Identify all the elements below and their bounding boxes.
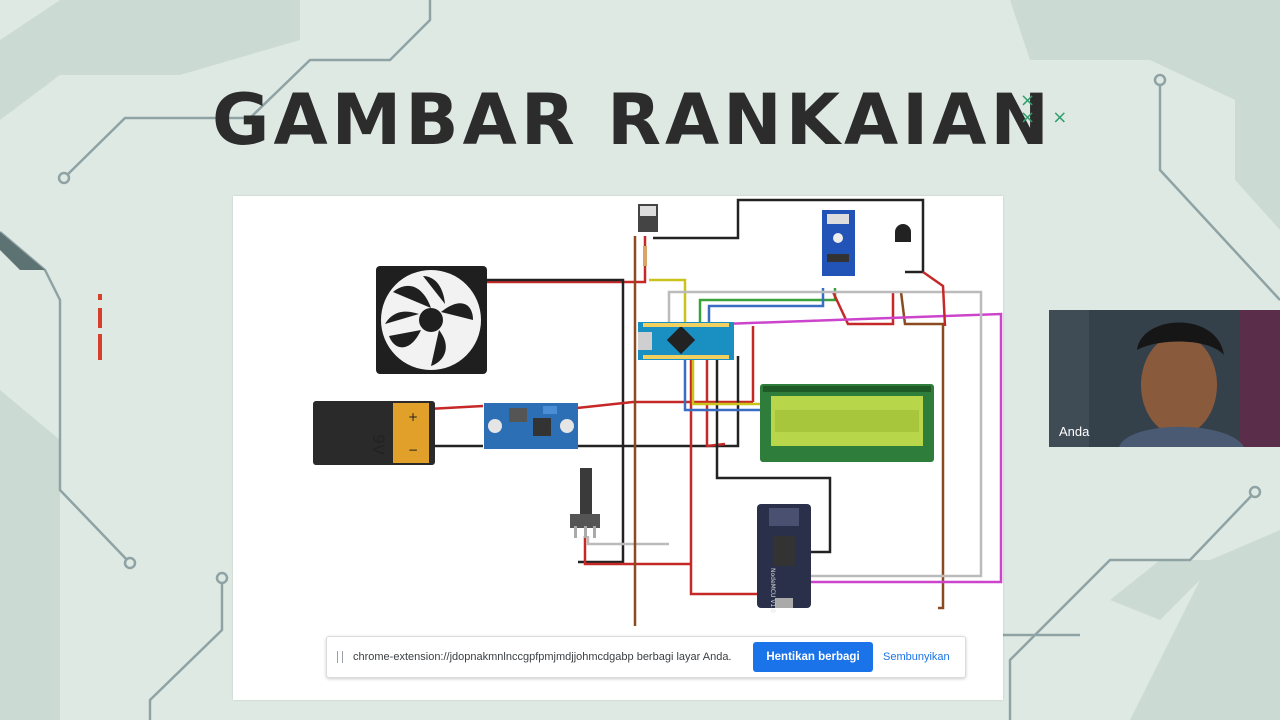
sensor-module: [822, 210, 855, 276]
battery-9v: 9V + −: [313, 401, 435, 465]
webcam-video-tile[interactable]: Anda: [1049, 310, 1280, 447]
temperature-sensor: [895, 224, 911, 242]
nodemcu-module: NodeMCU V1.0: [757, 504, 811, 613]
screen-share-notification-bar: chrome-extension://jdopnakmnlnccgpfpmjmd…: [326, 636, 966, 678]
slide-title: GAMBAR RANKAIAN: [212, 79, 1053, 161]
cooling-fan: [376, 266, 487, 374]
arduino-nano: [638, 322, 734, 360]
hide-button[interactable]: Sembunyikan: [877, 650, 956, 664]
lcd-display: [760, 384, 934, 462]
voltage-regulator: [638, 204, 658, 266]
battery-minus: −: [408, 443, 418, 457]
battery-plus: +: [408, 410, 418, 424]
circuit-diagram: 9V + −: [313, 198, 1003, 626]
potentiometer: [570, 468, 600, 538]
webcam-feed: [1049, 310, 1280, 447]
circuit-diagram-panel: 9V + −: [233, 196, 1003, 700]
drag-handle-icon[interactable]: [337, 651, 343, 663]
nodemcu-label: NodeMCU V1.0: [769, 568, 776, 613]
participant-name: Anda: [1059, 424, 1090, 439]
stop-sharing-button[interactable]: Hentikan berbagi: [753, 642, 873, 672]
buck-converter: [484, 403, 578, 449]
battery-label: 9V: [369, 434, 388, 455]
cross-marks-decoration: × × ×: [1020, 90, 1068, 128]
share-message: chrome-extension://jdopnakmnlnccgpfpmjmd…: [353, 651, 732, 663]
red-marks-decoration: [98, 294, 102, 360]
